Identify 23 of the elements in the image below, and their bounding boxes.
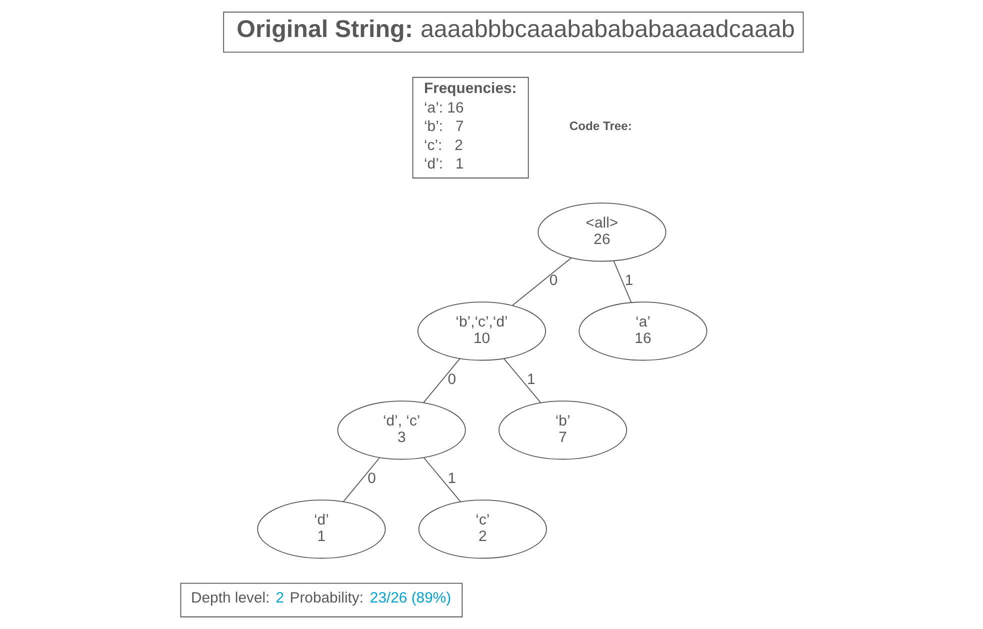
connector (342, 457, 380, 502)
edge-label: 0 (367, 471, 376, 488)
node-ellipse: ‘b’ 7 (498, 400, 627, 460)
node-ellipse: ‘a’ 16 (578, 302, 707, 361)
connector (511, 257, 572, 306)
connector (422, 358, 460, 404)
node-ellipse: ‘d’, ‘c’ 3 (336, 400, 466, 460)
node-ellipse: <all> 26 (537, 202, 666, 262)
connector (612, 260, 632, 303)
edge-label: 0 (548, 273, 558, 290)
edge-label: 1 (526, 372, 535, 388)
edge-label: 1 (624, 273, 633, 290)
edge-label: 1 (447, 471, 456, 488)
node-ellipse: ‘c’ 2 (418, 500, 546, 559)
connector (502, 358, 541, 404)
connector (422, 457, 461, 502)
node-ellipse: ‘d’ 1 (256, 500, 386, 559)
node-ellipse: ‘b’,‘c’,‘d’ 10 (416, 302, 546, 361)
edge-label: 0 (447, 372, 456, 388)
label: Code Tree: (568, 118, 632, 133)
node-box: Frequencies: ‘a’: 16 ‘b’: 7 ‘c’: 2 ‘d’: 1 (412, 76, 528, 178)
node-box: Depth level: 2 Probability: 23/26 (89%) (180, 582, 462, 618)
node-box: Original String: aaaabbbcaaababababaaaadcaaab (222, 12, 804, 53)
